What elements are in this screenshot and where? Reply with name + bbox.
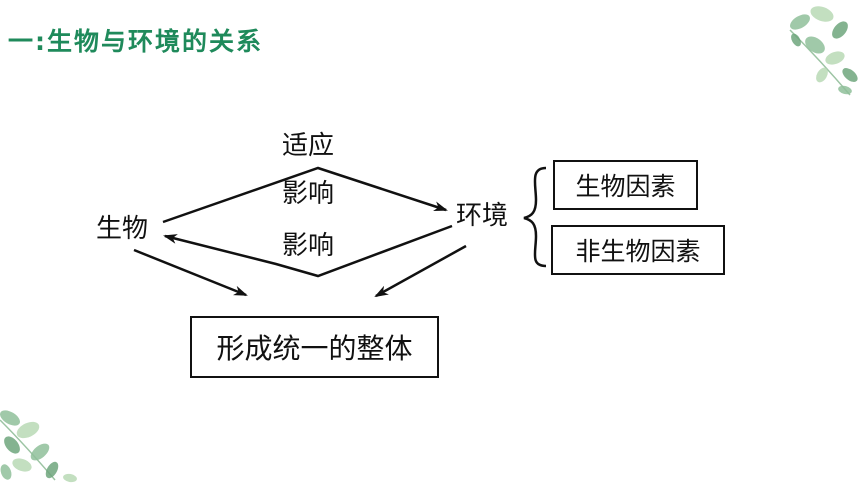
unified-whole-label: 形成统一的整体	[216, 332, 413, 365]
abiotic-factor-box: 非生物因素	[551, 225, 725, 275]
arrow-organism-to-environment	[162, 166, 448, 224]
page-title: 一:生物与环境的关系	[8, 27, 263, 56]
abiotic-factor-label: 非生物因素	[575, 237, 701, 266]
factor-brace	[523, 166, 547, 268]
label-adapt: 适应	[282, 131, 335, 161]
arrow-organism-to-result	[133, 248, 248, 297]
biotic-factor-label: 生物因素	[575, 172, 676, 201]
biotic-factor-box: 生物因素	[553, 160, 698, 210]
label-influence-upper: 影响	[282, 179, 335, 209]
unified-whole-box: 形成统一的整体	[190, 316, 439, 378]
arrow-environment-to-result	[374, 244, 467, 298]
organism-node: 生物	[96, 214, 149, 244]
top-right-leaves-icon	[789, 6, 858, 96]
arrow-environment-to-organism	[163, 224, 453, 278]
bottom-left-leaves-icon	[0, 410, 77, 483]
label-influence-lower: 影响	[282, 231, 335, 261]
environment-node: 环境	[456, 201, 509, 231]
